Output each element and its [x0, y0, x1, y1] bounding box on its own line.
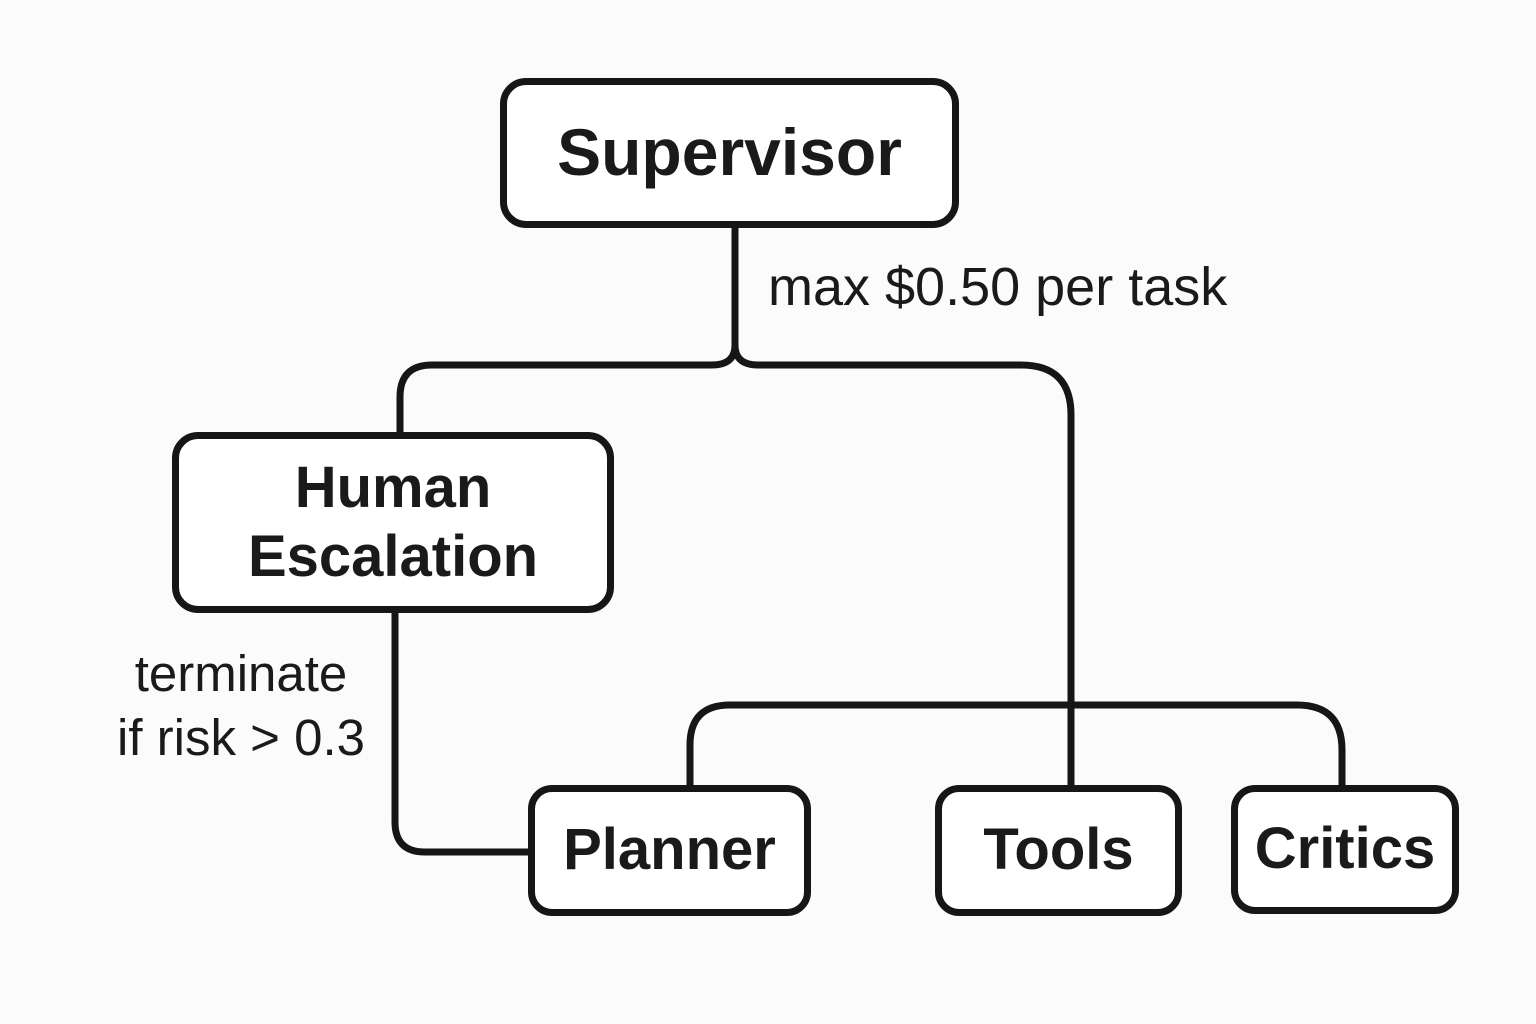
node-planner: Planner	[528, 785, 811, 916]
edge-planner-critics-bus	[686, 701, 1346, 785]
node-human-escalation-label: Human Escalation	[247, 455, 539, 589]
node-supervisor-label: Supervisor	[557, 115, 902, 190]
node-supervisor: Supervisor	[500, 78, 959, 228]
edge-human-escalation-to-planner	[391, 613, 528, 856]
edge-supervisor-to-human-escalation	[396, 344, 739, 432]
node-planner-label: Planner	[563, 817, 776, 883]
edge-label-terminate: terminate if risk > 0.3	[116, 645, 365, 766]
node-critics: Critics	[1231, 785, 1459, 914]
node-tools: Tools	[935, 785, 1182, 916]
edge-supervisor-to-tools	[731, 344, 1075, 785]
node-critics-label: Critics	[1254, 816, 1436, 882]
edge-label-budget: max $0.50 per task	[768, 257, 1228, 317]
node-human-escalation: Human Escalation	[172, 432, 614, 613]
node-tools-label: Tools	[983, 817, 1134, 883]
